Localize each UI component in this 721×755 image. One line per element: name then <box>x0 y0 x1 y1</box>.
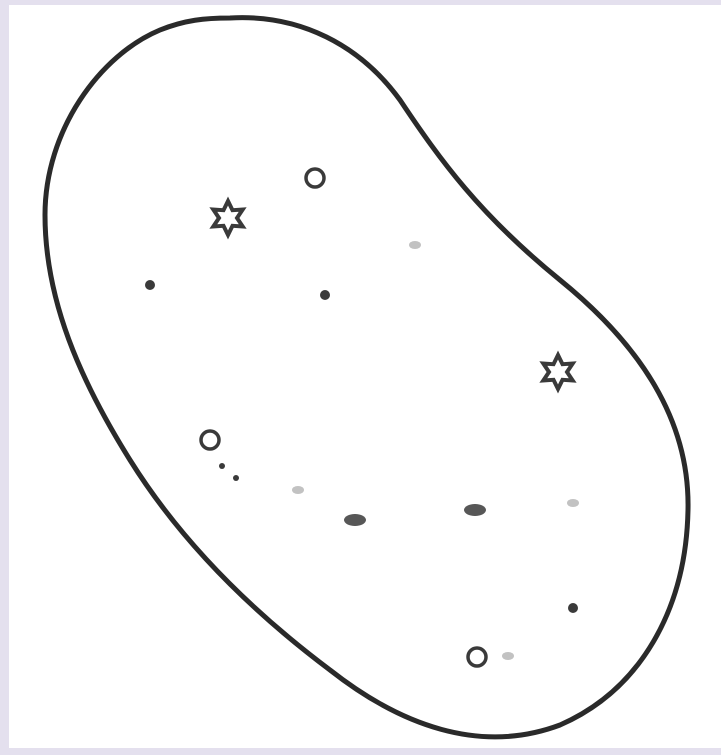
dash-speckle-center <box>344 514 366 526</box>
faint-speckle-right <box>567 499 579 507</box>
star-speckle-upper-left <box>213 201 242 235</box>
blob-outline <box>45 18 688 737</box>
ring-speckle-top <box>306 169 324 187</box>
dot-speckle-mid-left-a <box>219 463 225 469</box>
star-speckle-right <box>543 355 572 389</box>
ring-speckle-bottom <box>468 648 486 666</box>
dot-speckle-center-top <box>320 290 330 300</box>
faint-speckle-center <box>292 486 304 494</box>
speckle-group <box>145 169 579 666</box>
faint-speckle-bottom <box>502 652 514 660</box>
dash-speckle-center-right <box>464 504 486 516</box>
dot-speckle-mid-left-b <box>233 475 239 481</box>
faint-speckle-upper-right <box>409 241 421 249</box>
dot-speckle-left <box>145 280 155 290</box>
ring-speckle-mid-left <box>201 431 219 449</box>
dot-speckle-lower-right <box>568 603 578 613</box>
